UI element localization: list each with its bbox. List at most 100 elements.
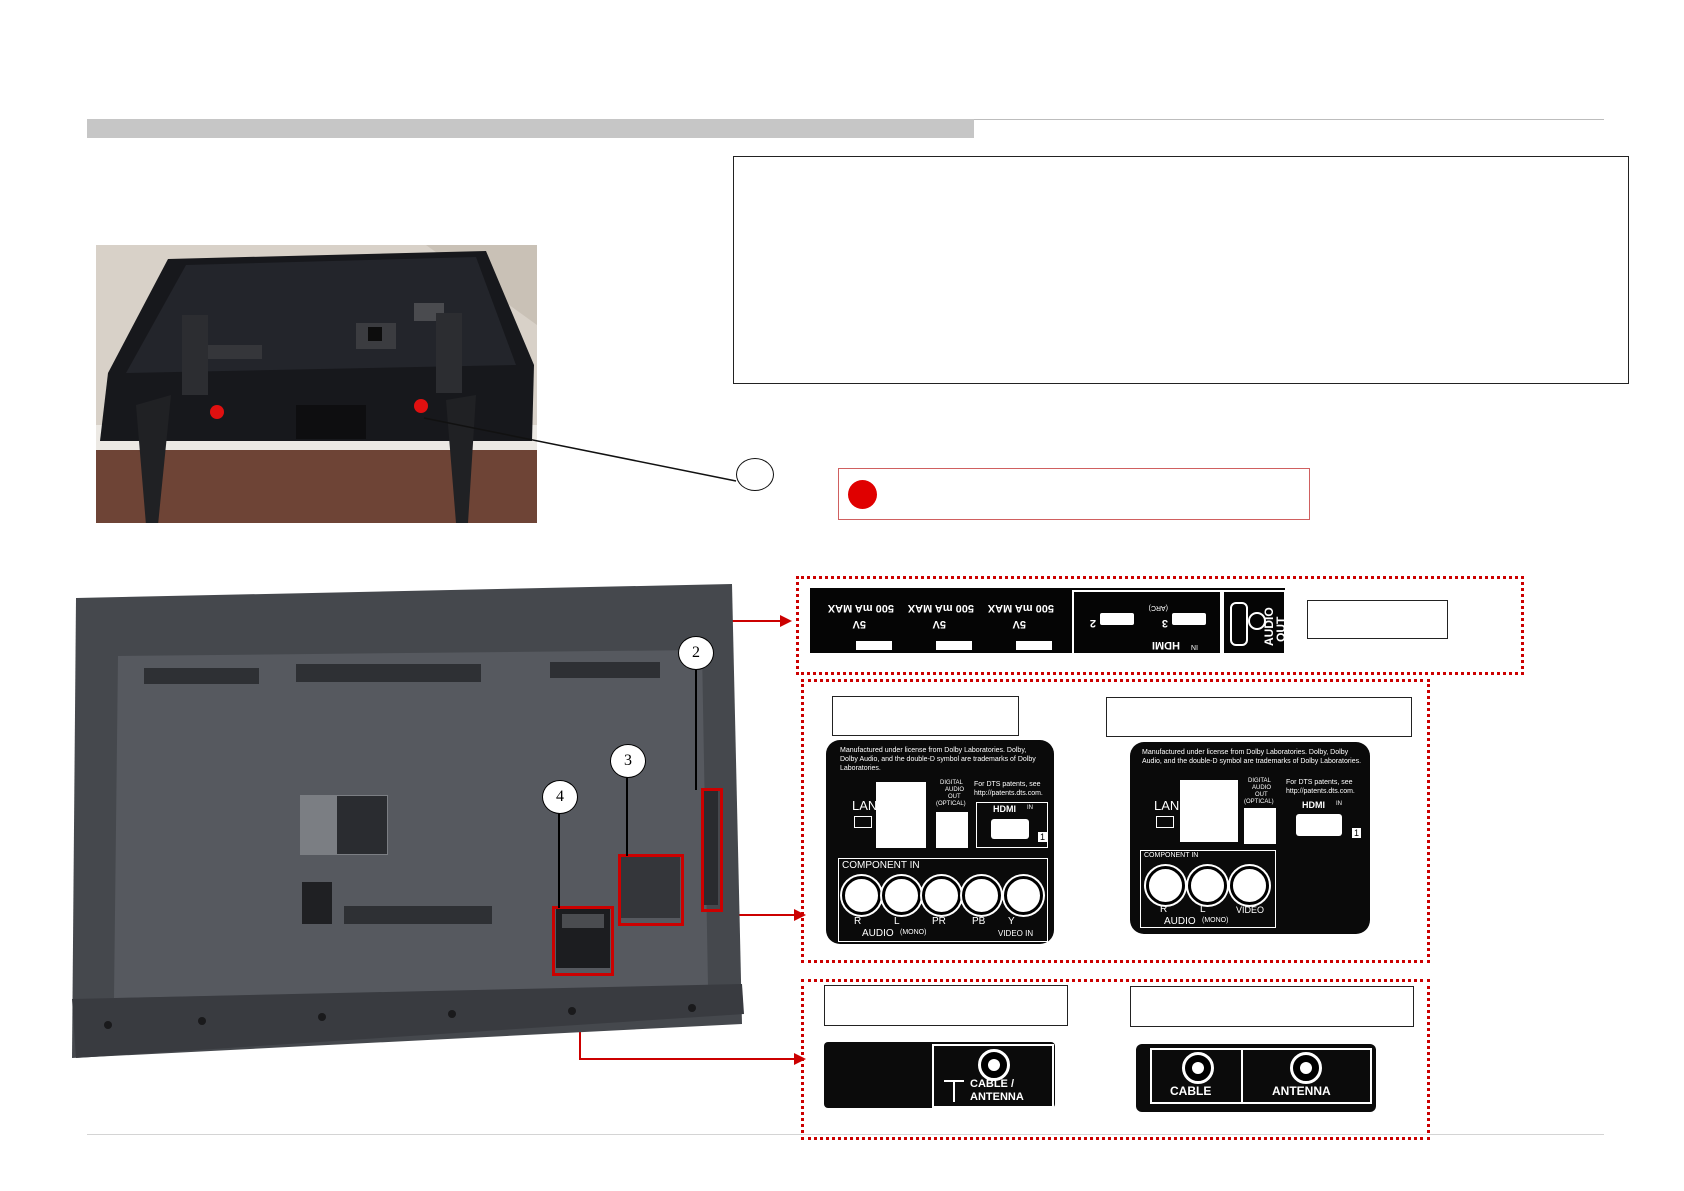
- label-box-antenna-a: [824, 985, 1068, 1026]
- optical-port: [1244, 808, 1276, 844]
- hdmi-port: [1296, 814, 1342, 836]
- audio-label: AUDIO: [862, 928, 894, 939]
- usb-icon: [1016, 641, 1052, 650]
- footer-rule: [87, 1134, 1604, 1135]
- antenna-terminal-box: CABLE ANTENNA: [1150, 1048, 1372, 1104]
- antenna-panel-a: CABLE / ANTENNA: [824, 1042, 1055, 1108]
- callout-3-line: [626, 778, 628, 856]
- lan-label: LAN: [1154, 798, 1180, 813]
- tv-rear-photo: 2 3 4: [72, 584, 748, 1058]
- l-label: L: [894, 916, 900, 927]
- cable-antenna-label-2: ANTENNA: [970, 1091, 1024, 1103]
- r-label: R: [1160, 904, 1168, 915]
- mono-label: (MONO): [1202, 917, 1229, 924]
- hdmi-section: 3 2 (ARC) HDMI IN: [1072, 590, 1222, 655]
- antenna-coax-icon: [1290, 1052, 1322, 1084]
- group-side-ports: [796, 576, 1524, 675]
- red-highlight-port2: [701, 788, 723, 912]
- terminal-panel-b: Manufactured under license from Dolby La…: [1130, 742, 1370, 934]
- cable-coax-icon: [1182, 1052, 1214, 1084]
- hdmi-num: 1: [1352, 828, 1362, 838]
- label-box-terminal-b: [1106, 697, 1412, 737]
- hdmi-num: 1: [1038, 832, 1048, 842]
- y-jack: [1004, 876, 1043, 915]
- red-highlight-port3: [618, 854, 684, 926]
- callout-4: 4: [542, 780, 578, 814]
- l-label: L: [1200, 904, 1206, 915]
- digital-audio-label-4: (OPTICAL): [936, 801, 966, 807]
- digital-audio-label-1: DIGITAL: [1248, 778, 1271, 784]
- callout-2-line: [695, 670, 697, 790]
- digital-audio-label-3: OUT: [1255, 792, 1268, 798]
- y-label: Y: [1008, 916, 1015, 927]
- component-box: [838, 858, 1048, 942]
- video-in-label: VIDEO IN: [998, 929, 1034, 938]
- dolby-license-text: Manufactured under license from Dolby La…: [840, 747, 1036, 772]
- digital-audio-label-2: AUDIO: [1252, 785, 1272, 791]
- label-box-side-ports: [1307, 600, 1448, 639]
- red-highlight-port4: [552, 906, 614, 976]
- audio-label: AUDIO: [1164, 916, 1196, 927]
- hdmi-in-label: IN: [1027, 805, 1033, 811]
- dolby-license-text: Manufactured under license from Dolby La…: [1142, 749, 1362, 765]
- usb-icon: [856, 641, 892, 650]
- digital-audio-label-2: AUDIO: [945, 787, 965, 793]
- video-label: VIDEO: [1236, 905, 1265, 915]
- digital-audio-label-3: OUT: [948, 794, 961, 800]
- side-port-panel: 500 mA MAX 5V 500 mA MAX 5V 500 mA MAX 5…: [810, 588, 1288, 655]
- pb-jack: [962, 876, 1001, 915]
- hdmi-logo: HDMI: [993, 804, 1016, 814]
- callout-2: 2: [678, 636, 714, 670]
- divider: [1241, 1050, 1243, 1102]
- hdmi-logo: HDMI: [1302, 800, 1325, 810]
- hdmi-box: HDMI IN: [976, 802, 1048, 848]
- dts-text: For DTS patents, see http://patents.dts.…: [1286, 779, 1355, 795]
- callout-4-line: [558, 814, 560, 908]
- terminal-panel-a: Manufactured under license from Dolby La…: [826, 740, 1054, 944]
- header-rule: [974, 119, 1604, 120]
- mono-label: (MONO): [900, 929, 927, 936]
- headphone-icon: [1230, 602, 1248, 646]
- tv-stand-photo: [96, 245, 537, 523]
- coax-connector-icon: [978, 1049, 1010, 1081]
- video-jack: [1230, 866, 1269, 905]
- antenna-label: ANTENNA: [1272, 1084, 1331, 1098]
- lan-icon: [1156, 816, 1174, 828]
- hdmi-port-icon: [1100, 613, 1134, 625]
- usb-port-1: 500 mA MAX 5V: [820, 592, 896, 650]
- cable-label: CABLE: [1170, 1084, 1212, 1098]
- audio-out-label-2: OUT: [1274, 616, 1288, 642]
- digital-audio-label-1: DIGITAL: [940, 780, 963, 786]
- lan-label: LAN: [852, 798, 878, 813]
- component-box: [1140, 850, 1276, 928]
- audio-r-jack: [1146, 866, 1185, 905]
- r-label: R: [854, 916, 862, 927]
- group-antenna: [801, 979, 1430, 1140]
- antenna-panel-b: CABLE ANTENNA: [1136, 1044, 1376, 1112]
- red-dot-icon: [848, 480, 877, 509]
- group-rear-terminals: [801, 679, 1430, 963]
- dts-text: For DTS patents, see http://patents.dts.…: [974, 781, 1043, 797]
- hdmi-in-label: IN: [1336, 801, 1342, 807]
- info-text-box: [733, 156, 1629, 384]
- digital-audio-label-4: (OPTICAL): [1244, 799, 1274, 805]
- lan-port: [1180, 780, 1238, 842]
- audio-l-jack: [1188, 866, 1227, 905]
- callout-circle: [736, 458, 774, 491]
- pr-jack: [922, 876, 961, 915]
- antenna-symbol-stem: [953, 1080, 955, 1102]
- lan-icon: [854, 816, 872, 828]
- optical-port: [936, 812, 968, 848]
- callout-3: 3: [610, 744, 646, 778]
- usb-icon: [936, 641, 972, 650]
- audio-r-jack: [842, 876, 881, 915]
- audio-out-section: AUDIO OUT: [1222, 590, 1288, 655]
- header-bar: [87, 119, 974, 138]
- component-label: COMPONENT IN: [1144, 852, 1199, 859]
- usb-port-3: 500 mA MAX 5V: [980, 592, 1056, 650]
- pr-label: PR: [932, 916, 946, 927]
- legend-box: [838, 468, 1310, 520]
- pb-label: PB: [972, 916, 986, 927]
- label-box-terminal-a: [832, 696, 1019, 736]
- audio-jack: [1248, 612, 1266, 630]
